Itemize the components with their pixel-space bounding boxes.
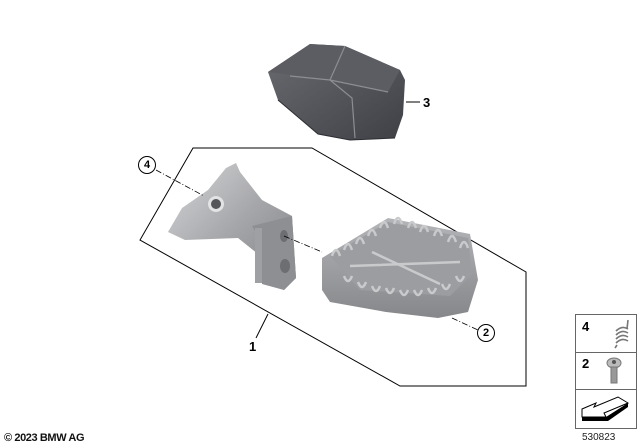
footrest-bracket-part[interactable] [168, 163, 296, 290]
leader-line-bolt-axis [283, 235, 323, 253]
copyright-text: © 2023 BMW AG [4, 432, 85, 444]
footpeg-part[interactable] [322, 216, 478, 318]
rubber-cover-part[interactable] [268, 44, 405, 141]
diagram-id: 530823 [582, 432, 616, 443]
callout-4[interactable]: 4 [138, 156, 156, 174]
legend-item-bolt[interactable]: 2 [576, 352, 636, 390]
legend-number: 4 [582, 319, 590, 334]
arrow-direction-icon [581, 396, 630, 421]
callout-1[interactable]: 1 [249, 339, 257, 354]
legend-item-spring[interactable]: 4 [576, 315, 636, 353]
leader-line-2 [451, 317, 479, 331]
spring-icon [614, 319, 629, 349]
bolt-icon [606, 357, 622, 384]
leader-line-4 [155, 169, 205, 197]
leader-line-1 [255, 313, 269, 339]
legend-number: 2 [582, 356, 590, 371]
callout-2[interactable]: 2 [477, 324, 495, 342]
parts-legend: 4 2 [575, 314, 637, 429]
legend-item-direction[interactable] [576, 389, 636, 427]
callout-3[interactable]: 3 [423, 95, 431, 110]
assembly-frame [139, 147, 527, 387]
